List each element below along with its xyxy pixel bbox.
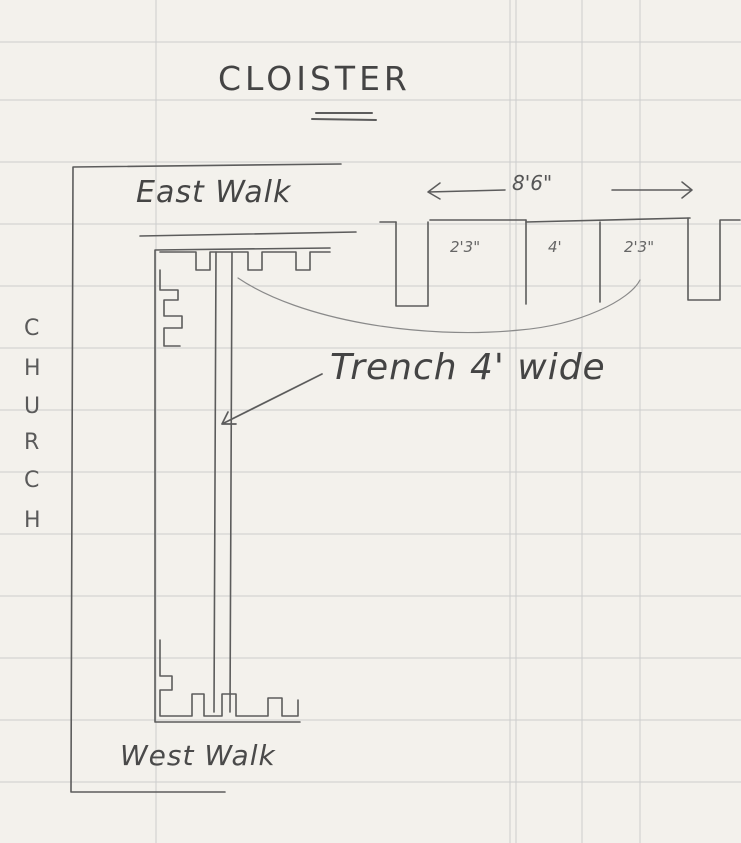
page-title: CLOISTER <box>218 59 411 98</box>
segment-dimension-right: 2'3" <box>624 238 655 256</box>
title-underline <box>311 112 377 121</box>
church-letter: C <box>24 468 40 493</box>
trench-pointer-arrow <box>221 373 323 425</box>
bottom-trench-profile <box>159 639 299 717</box>
trench-edge-right <box>229 251 233 713</box>
church-letter: H <box>24 508 41 533</box>
church-letter: H <box>24 356 41 381</box>
section-top-right <box>525 217 691 223</box>
east-walk-line <box>139 231 357 237</box>
trench-edge-left <box>213 251 217 713</box>
section-top-line <box>379 219 527 223</box>
pencil-drawing <box>70 112 741 793</box>
dimension-arrow <box>427 181 693 200</box>
west-walk-label: West Walk <box>120 739 276 772</box>
top-trench-profile <box>159 251 331 271</box>
trench-note: Trench 4' wide <box>330 347 606 388</box>
section-left-pillar <box>395 221 429 307</box>
church-letter: R <box>24 430 40 455</box>
church-boundary <box>70 163 342 793</box>
east-walk-label: East Walk <box>136 175 292 210</box>
church-letter: C <box>24 316 40 341</box>
section-curve <box>237 277 641 334</box>
church-letter: U <box>24 394 41 419</box>
segment-dimension-middle: 4' <box>548 238 562 256</box>
total-width-dimension: 8'6" <box>512 171 553 195</box>
left-trench-profile <box>159 269 183 347</box>
section-right-pillar <box>687 217 741 301</box>
segment-dimension-left: 2'3" <box>450 238 481 256</box>
cloister-outline <box>154 247 331 723</box>
